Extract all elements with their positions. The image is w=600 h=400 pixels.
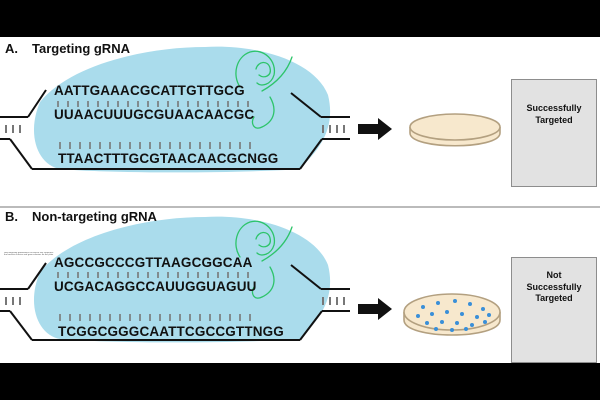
grna-scaffold (235, 50, 293, 129)
dna-bottom-strand (0, 138, 350, 170)
cas9-protein-blob (33, 46, 331, 173)
dna-top-strand (0, 262, 350, 290)
panel-b-graphics (0, 216, 565, 343)
bacterial-colonies (416, 299, 491, 332)
panel-b-label: B. Non-targeting gRNA (5, 209, 157, 224)
grna-sequence: AGCCGCCCGTTAAGCGGCAA (54, 255, 253, 270)
result-line: Successfully (526, 281, 582, 292)
cas9-protein-blob (33, 216, 331, 343)
result-box-not-targeted: Not Successfully Targeted (511, 257, 597, 363)
colonies-dish (403, 293, 501, 336)
grna-sequence: AATTGAAACGCATTGTTGCG (54, 83, 245, 98)
genomic-dna-sequence: TCGGCGGGCAATTCGCCGTTNGG (58, 324, 284, 339)
panel-letter: B. (5, 209, 18, 224)
figure-canvas: A. Targeting gRNA AATTGAAACGCATTGTTGCG UU… (0, 37, 600, 363)
dna-top-strand (0, 89, 350, 118)
base-pair-ticks (5, 125, 345, 133)
arrow-icon (358, 298, 392, 320)
rna-dna-pairing-ticks (59, 314, 251, 321)
panel-title: Targeting gRNA (32, 41, 130, 56)
annotation-line: Non-targeting gRNA does not match any se… (4, 252, 54, 254)
grna-scaffold (235, 220, 293, 299)
dna-bottom-strand (0, 310, 350, 341)
result-line: Successfully (526, 103, 582, 113)
annotation-line: the bacteria survive and grow colonies o… (4, 254, 54, 257)
grna-rna-pairing-ticks (57, 272, 249, 278)
panel-a-graphics (0, 46, 567, 173)
panel-a-label: A. Targeting gRNA (5, 41, 130, 56)
result-box-targeted: Successfully Targeted (511, 79, 597, 187)
arrow-icon (358, 118, 392, 140)
grna-rna-pairing-ticks (57, 101, 249, 107)
result-line: Targeted (535, 114, 573, 125)
base-pair-ticks (5, 297, 345, 305)
panel-divider (0, 206, 600, 208)
result-line: Not (546, 270, 562, 280)
rna-dna-pairing-ticks (59, 142, 251, 149)
clear-dish (409, 113, 501, 147)
panel-letter: A. (5, 41, 18, 56)
tiny-annotation: Non-targeting gRNA does not match any se… (4, 252, 54, 257)
panel-title: Non-targeting gRNA (32, 209, 157, 224)
target-rna-sequence: UCGACAGGCCAUUGGUAGUU (54, 279, 257, 294)
target-rna-sequence: UUAACUUUGCGUAACAACGC (54, 107, 255, 122)
genomic-dna-sequence: TTAACTTTGCGTAACAACGCNGG (58, 151, 279, 166)
result-line: Targeted (535, 293, 573, 303)
